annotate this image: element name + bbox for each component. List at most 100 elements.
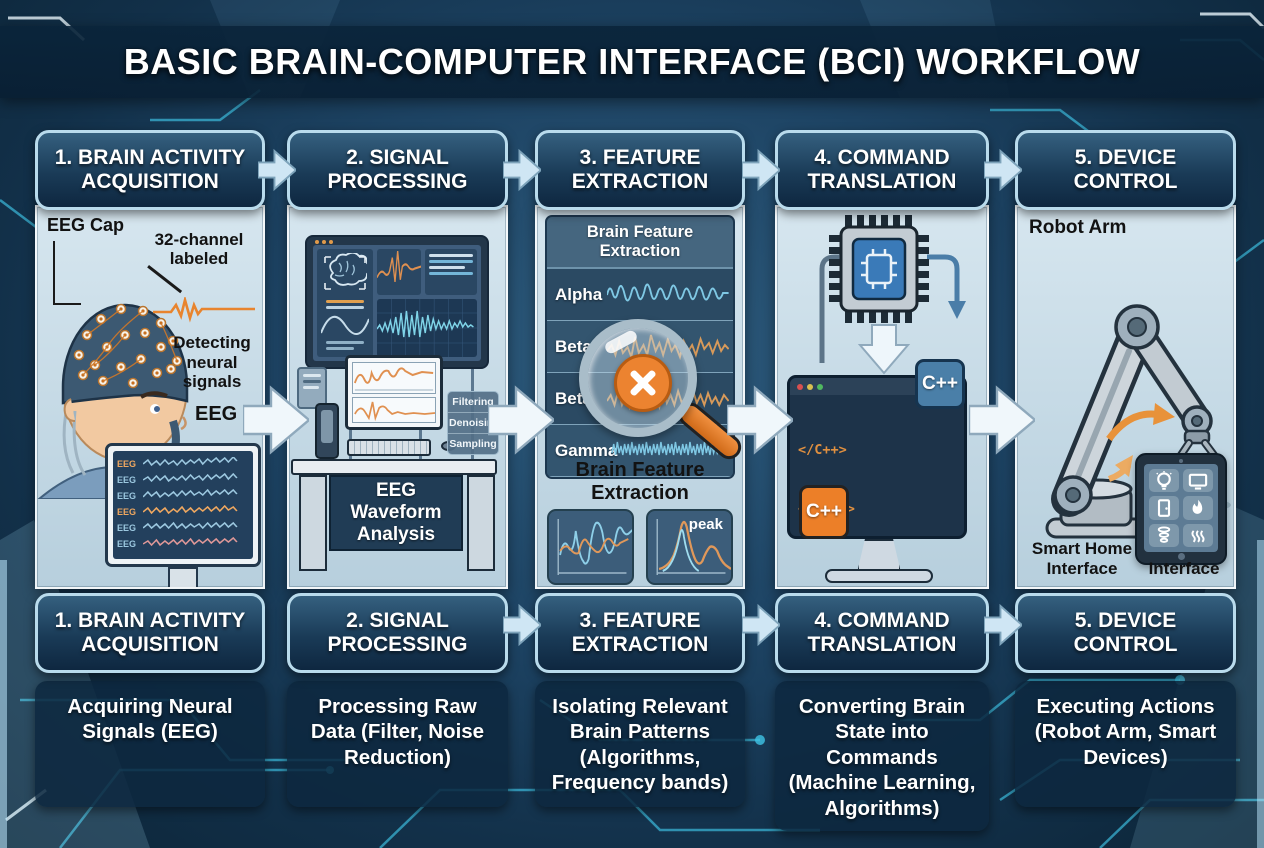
step2-description: Processing Raw Data (Filter, Noise Reduc… bbox=[287, 681, 508, 807]
tag-filtering: Filtering bbox=[448, 392, 498, 413]
brain-icon bbox=[324, 253, 367, 290]
sine-curve-icon bbox=[321, 315, 369, 335]
eeg-trace-row: EEG bbox=[117, 536, 249, 552]
band-row-alpha: Alpha bbox=[547, 269, 733, 321]
eeg-monitor-screen: EEG EEG EEG EEG bbox=[113, 451, 253, 559]
flow-arrow-bottom-2 bbox=[742, 603, 780, 647]
rotation-arrows-icon bbox=[1106, 403, 1175, 482]
robot-arm-label: Robot Arm bbox=[1029, 217, 1127, 238]
alpha-wave bbox=[607, 283, 729, 301]
eeg-trace-row: EEG bbox=[117, 456, 249, 472]
eeg-label: EEG bbox=[195, 403, 238, 425]
eeg-trace-wave bbox=[143, 457, 238, 467]
note-card bbox=[297, 367, 327, 409]
step1-header-top: 1. BRAIN ACTIVITY ACQUISITION bbox=[35, 130, 265, 210]
interface-label: Interface bbox=[1148, 559, 1220, 578]
dense-wave-pane bbox=[377, 299, 477, 357]
flow-arrow-top-4 bbox=[984, 148, 1022, 192]
magnifier-icon bbox=[579, 319, 697, 437]
processing-tags-box: Filtering Denoising Sampling bbox=[447, 391, 500, 455]
flow-arrow-mid-4 bbox=[969, 385, 1035, 455]
mixed-wave bbox=[557, 519, 632, 575]
info-pane bbox=[425, 249, 477, 295]
spike-wave-pane bbox=[377, 249, 421, 295]
light-bulb-icon bbox=[1149, 469, 1179, 493]
eeg-trace-row: EEG bbox=[117, 520, 249, 536]
flow-arrow-bottom-1 bbox=[503, 603, 541, 647]
step-column-1: 1. BRAIN ACTIVITY ACQUISITION bbox=[35, 130, 265, 807]
monitor-window-dots bbox=[315, 240, 333, 244]
eeg-trace-row: EEG bbox=[117, 488, 249, 504]
flow-arrow-mid-1 bbox=[243, 385, 309, 455]
flow-arrow-top-2 bbox=[503, 148, 541, 192]
step4-header-top: 4. COMMAND TRANSLATION bbox=[775, 130, 989, 210]
step1-description: Acquiring Neural Signals (EEG) bbox=[35, 681, 265, 807]
heating-icon bbox=[1183, 523, 1213, 547]
ui-line bbox=[326, 300, 364, 303]
desk-leg bbox=[299, 475, 327, 571]
desk-label: EEG Waveform Analysis bbox=[350, 480, 442, 545]
tablet-screen bbox=[1144, 464, 1218, 552]
step5-description: Executing Actions (Robot Arm, Smart Devi… bbox=[1015, 681, 1236, 807]
feature-panel-title: Brain Feature Extraction bbox=[547, 217, 733, 269]
monitor-stand-base bbox=[825, 569, 933, 583]
flow-arrow-bottom-3 bbox=[984, 603, 1022, 647]
ui-line bbox=[303, 380, 321, 383]
step-column-4: 4. COMMAND TRANSLATION bbox=[775, 130, 989, 832]
cpu-chip-icon bbox=[829, 215, 929, 323]
step1-illustration-panel: EEG Cap 32-channel labeled Detecting neu… bbox=[35, 205, 265, 589]
orange-wave bbox=[353, 367, 434, 391]
eeg-cap-pointer-line bbox=[53, 241, 81, 305]
analysis-monitor-screen bbox=[313, 245, 481, 361]
ui-line bbox=[429, 260, 473, 263]
monitor-stand-neck bbox=[168, 567, 198, 587]
magnifier-glint bbox=[603, 328, 639, 356]
ui-line bbox=[303, 374, 321, 377]
brain-scan-pane bbox=[317, 249, 373, 357]
step5-header-bottom: 5. DEVICE CONTROL bbox=[1015, 593, 1236, 673]
step-column-2: 2. SIGNAL PROCESSING bbox=[287, 130, 508, 807]
flame-icon bbox=[1183, 496, 1213, 520]
ui-line bbox=[326, 347, 354, 350]
step2-illustration-panel: Filtering Denoising Sampling EEG Wavefor… bbox=[287, 205, 508, 589]
detecting-signals-label: Detecting neural signals bbox=[173, 333, 251, 392]
eeg-trace-wave bbox=[143, 473, 238, 483]
desk-surface bbox=[291, 459, 497, 475]
smart-home-label: Smart Home Interface bbox=[1031, 539, 1133, 578]
maximize-dot-icon bbox=[817, 383, 823, 390]
eeg-trace-wave bbox=[143, 537, 238, 547]
ui-line bbox=[326, 306, 364, 309]
step3-header-top: 3. FEATURE EXTRACTION bbox=[535, 130, 745, 210]
reject-x-icon bbox=[614, 354, 672, 412]
desk-monitor-chart-1 bbox=[352, 362, 436, 394]
ui-line bbox=[429, 254, 473, 257]
feature-charts: peak bbox=[547, 509, 733, 585]
flow-arrow-mid-2 bbox=[488, 385, 554, 455]
step-column-5: 5. DEVICE CONTROL Robot Arm bbox=[1015, 130, 1236, 807]
eeg-monitor: EEG EEG EEG EEG bbox=[105, 443, 261, 587]
feature-caption: Brain Feature Extraction bbox=[575, 459, 705, 504]
orange-wave bbox=[354, 401, 435, 422]
monitor-stand-neck bbox=[857, 539, 901, 573]
peak-label: peak bbox=[688, 516, 723, 533]
keyboard bbox=[347, 439, 431, 456]
step2-header-bottom: 2. SIGNAL PROCESSING bbox=[287, 593, 508, 673]
neural-signal-wave-icon bbox=[153, 297, 255, 323]
orange-spike-wave bbox=[377, 251, 421, 283]
analysis-monitor bbox=[305, 235, 489, 369]
peak-chart: peak bbox=[646, 509, 733, 585]
step4-description: Converting Brain State into Commands (Ma… bbox=[775, 681, 989, 832]
channel-count-label: 32-channel labeled bbox=[154, 230, 244, 268]
minimize-dot-icon bbox=[807, 383, 813, 390]
eeg-trace-row: EEG bbox=[117, 504, 249, 520]
cpp-badge-top: C++ bbox=[915, 359, 965, 409]
eeg-trace-wave bbox=[143, 505, 238, 515]
ui-line bbox=[429, 272, 474, 275]
desk-monitor-chart-2 bbox=[352, 397, 436, 423]
page-title: BASIC BRAIN-COMPUTER INTERFACE (BCI) WOR… bbox=[123, 41, 1141, 82]
gamma-wave bbox=[611, 441, 726, 456]
flow-arrow-top-3 bbox=[742, 148, 780, 192]
smart-home-tablet bbox=[1135, 453, 1227, 565]
door-icon bbox=[1149, 496, 1179, 520]
